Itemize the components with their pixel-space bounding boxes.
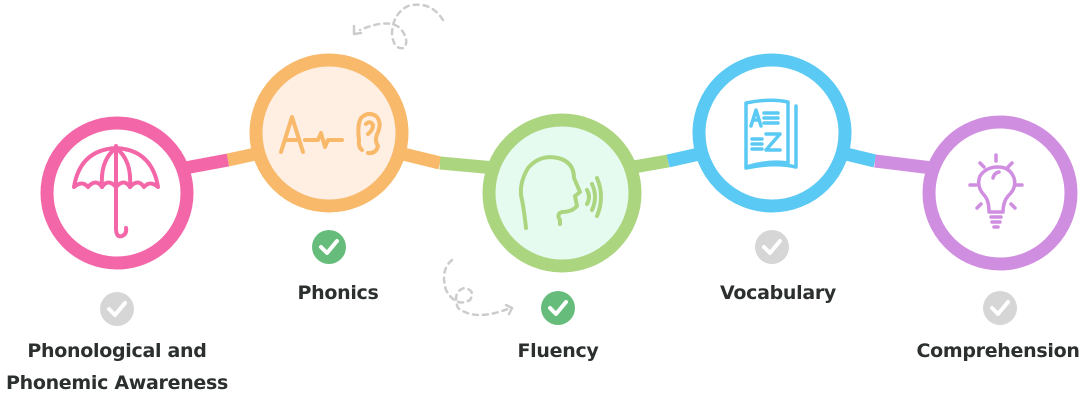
letter-sound-ear-icon	[279, 111, 382, 156]
step-label-vocabulary: Vocabulary	[719, 282, 837, 304]
step-circle-fluency[interactable]	[482, 113, 642, 273]
check-badge-vocabulary	[755, 230, 789, 264]
check-icon	[990, 300, 1010, 316]
connector-2-3	[393, 145, 496, 175]
step-circle-phonics[interactable]	[249, 53, 409, 213]
check-icon	[762, 239, 782, 255]
umbrella-icon	[72, 144, 160, 239]
label-line-2: Phonemic Awareness	[5, 372, 229, 394]
step-label-comprehension: Comprehension	[916, 340, 1080, 362]
step-label-phonological: Phonological and Phonemic Awareness	[6, 335, 228, 399]
step-label-fluency: Fluency	[517, 340, 599, 362]
check-icon	[319, 239, 339, 255]
dashed-arrow-icon	[352, 3, 514, 317]
check-icon	[548, 300, 568, 316]
check-badge-fluency	[541, 291, 575, 325]
step-label-phonics: Phonics	[297, 282, 379, 304]
dictionary-book-icon	[744, 98, 798, 170]
speaking-head-icon	[518, 155, 603, 230]
check-badge-comprehension	[983, 291, 1017, 325]
label-line-1: Phonological and	[27, 340, 207, 362]
check-icon	[107, 301, 127, 317]
connector-4-5	[836, 145, 933, 175]
step-circle-comprehension[interactable]	[922, 115, 1078, 271]
check-badge-phonics	[312, 230, 346, 264]
check-badge-phonological	[100, 292, 134, 326]
lightbulb-icon	[968, 153, 1024, 229]
